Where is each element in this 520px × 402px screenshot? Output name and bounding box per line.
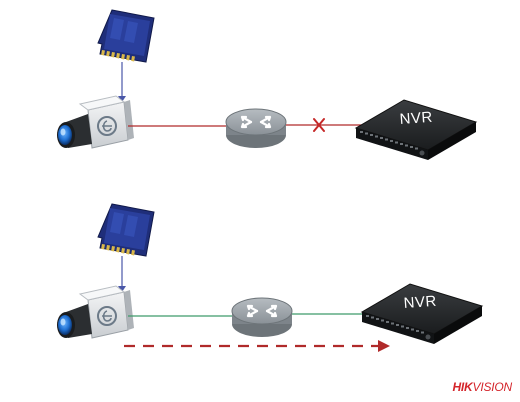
scenario-network-restored: NVR [56,203,483,352]
nvr-label: NVR [403,293,437,312]
nvr-label: NVR [399,109,433,128]
link-broken-icon [313,118,325,132]
sd-card-icon [97,9,155,63]
sd-card-arrowhead [118,286,126,292]
brand-regular: VISION [472,380,513,394]
scenario-network-failure: NVR [56,9,477,161]
sd-card-icon [97,203,155,257]
upload-arrowhead [378,340,390,352]
router-icon [224,107,288,150]
sd-card-arrowhead [118,96,126,102]
ip-camera-icon [56,285,135,339]
router-icon [230,296,294,339]
brand-bold: HIK [452,380,473,394]
ip-camera-icon [56,95,135,149]
hikvision-logo: HIKVISION [452,380,512,394]
